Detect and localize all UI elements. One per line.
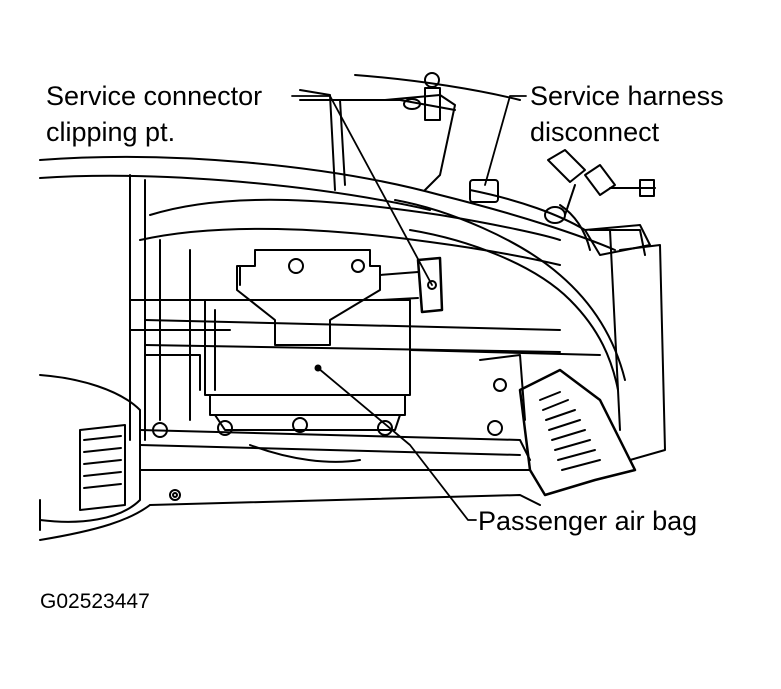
top-bracket (299, 72, 456, 191)
figure-id: G02523447 (40, 590, 150, 613)
upper-dash-outline (39, 74, 616, 251)
hvac-hoses (139, 189, 626, 391)
leader-service-connector (291, 95, 433, 286)
harness-connectors (469, 149, 656, 256)
air-bag-pointer-dot (314, 364, 322, 372)
air-bag-module (204, 299, 411, 436)
lower-dash-panel (39, 444, 541, 541)
cross-car-beam (139, 319, 601, 461)
left-vent (39, 374, 141, 531)
callout-service-harness-line2: disconnect (530, 117, 660, 147)
callout-service-harness-line1: Service harness (530, 81, 724, 111)
callout-service-connector-line2: clipping pt. (46, 117, 176, 147)
callout-passenger-air-bag: Passenger air bag (478, 506, 698, 536)
leader-lines (291, 95, 527, 521)
leader-service-harness (484, 95, 527, 186)
right-vent (518, 368, 637, 497)
leader-passenger-air-bag (317, 367, 477, 521)
right-frame (479, 229, 666, 461)
callout-service-connector-line1: Service connector (46, 81, 263, 111)
air-bag-bracket (236, 249, 381, 346)
left-frame (129, 174, 231, 441)
clipping-point-bracket (379, 256, 444, 314)
